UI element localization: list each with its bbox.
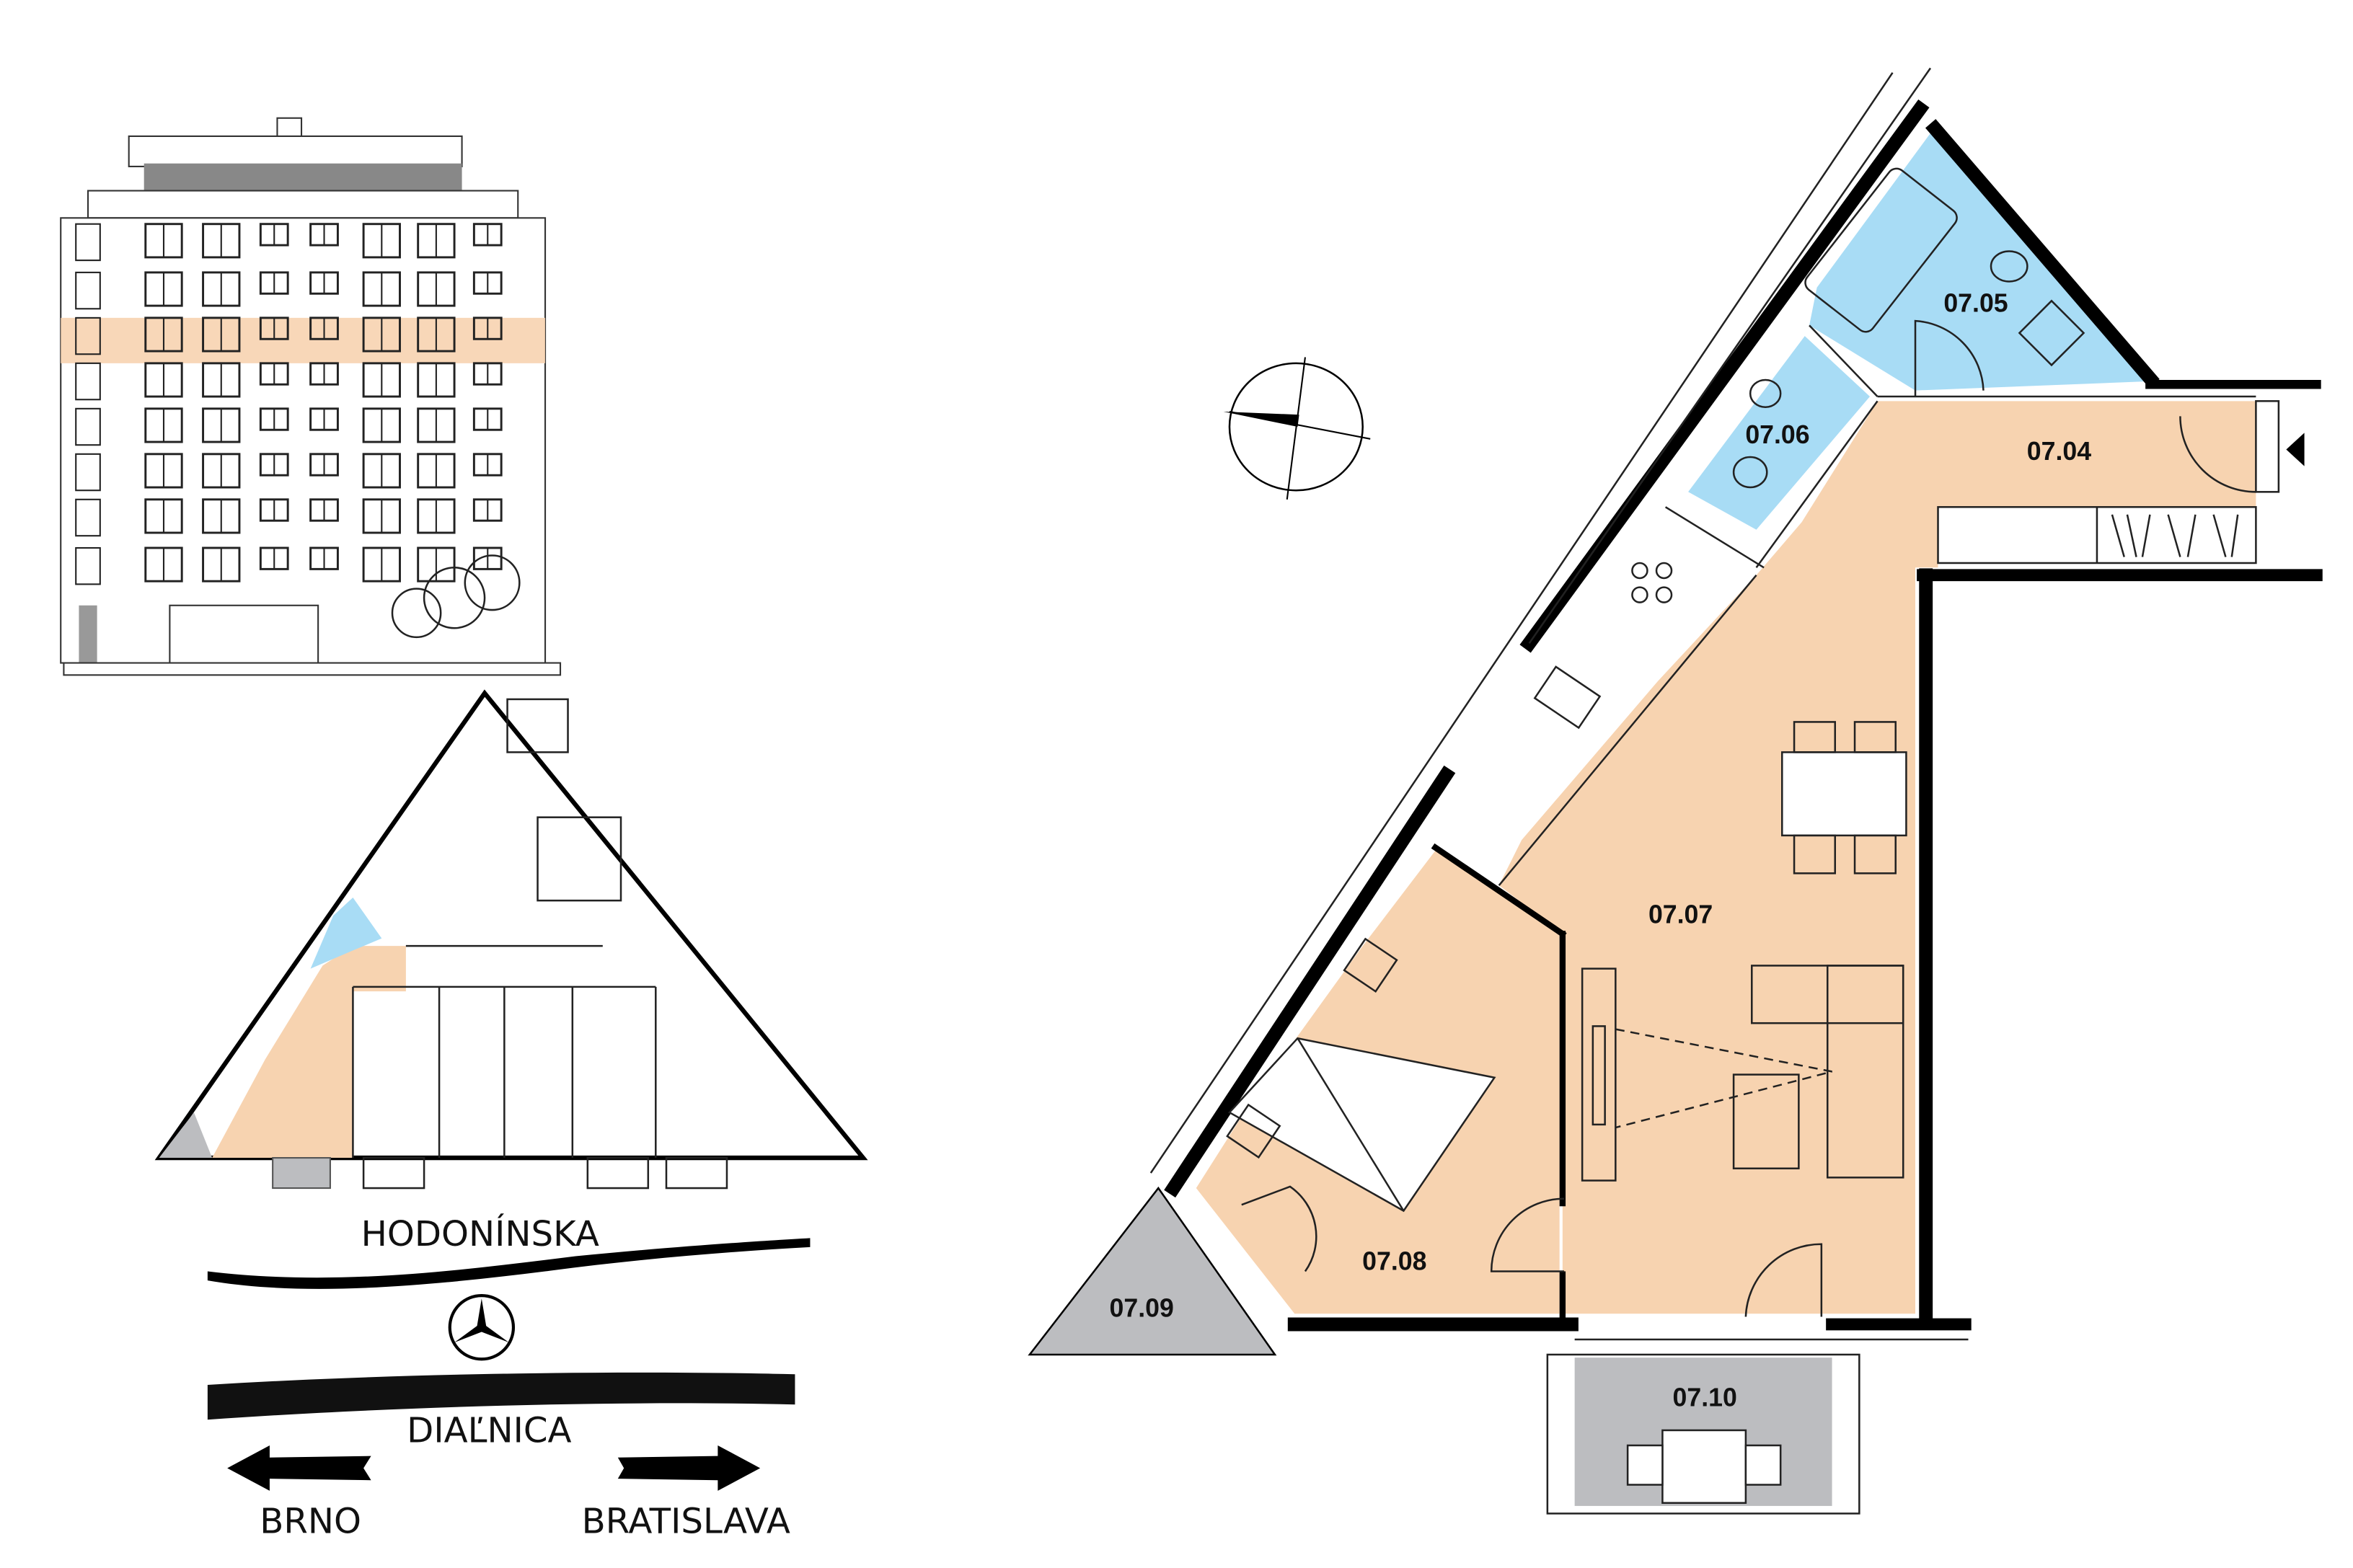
site-plan bbox=[154, 689, 868, 1190]
highway-line bbox=[207, 1372, 795, 1420]
facade-balcony bbox=[75, 362, 101, 401]
apartment-plan: 07.04 07.05 07.06 07.07 07.08 07.09 07.1… bbox=[1028, 67, 2323, 1515]
arrow-right-icon bbox=[617, 1445, 761, 1491]
highway-name: DIAĽNICA bbox=[407, 1411, 571, 1451]
street-line bbox=[207, 1238, 811, 1289]
direction-brno: BRNO bbox=[260, 1502, 361, 1542]
dining-table bbox=[1781, 721, 1907, 874]
site-highlighted-bathroom bbox=[310, 897, 382, 969]
bed bbox=[1226, 937, 1496, 1213]
room-label-07-08: 07.08 bbox=[1362, 1246, 1426, 1275]
facade-balcony bbox=[75, 498, 101, 537]
tree-icon bbox=[391, 554, 521, 639]
north-arrow-icon bbox=[1223, 357, 1371, 500]
room-label-07-10: 07.10 bbox=[1673, 1383, 1737, 1412]
room-07-06-fill bbox=[1688, 336, 1871, 530]
highlighted-floor-band bbox=[61, 317, 546, 363]
balcony-table bbox=[1626, 1429, 1782, 1504]
room-07-04-fill bbox=[1498, 401, 2256, 1314]
door-swings bbox=[1241, 319, 2256, 1317]
facade-balcony bbox=[75, 223, 101, 262]
room-07-09-fill bbox=[1028, 1186, 1277, 1356]
room-label-07-07: 07.07 bbox=[1648, 900, 1713, 929]
direction-bratislava: BRATISLAVA bbox=[582, 1502, 790, 1542]
street-name: HODONÍNSKA bbox=[361, 1213, 599, 1254]
sofa bbox=[1581, 965, 1904, 1182]
room-label-07-04: 07.04 bbox=[2027, 437, 2091, 466]
facade-balcony bbox=[75, 453, 101, 492]
facade-balcony bbox=[75, 546, 101, 585]
room-label-07-05: 07.05 bbox=[1943, 288, 2008, 317]
arrow-left-icon bbox=[227, 1445, 371, 1491]
room-label-07-09: 07.09 bbox=[1110, 1293, 1174, 1322]
facade-balcony bbox=[75, 407, 101, 446]
room-label-07-06: 07.06 bbox=[1745, 420, 1809, 449]
entrance-marker-icon bbox=[2286, 433, 2305, 466]
mercedes-logo-icon bbox=[448, 1294, 516, 1361]
building-facade bbox=[60, 117, 562, 676]
facade-balcony bbox=[75, 316, 101, 355]
room-07-05-fill bbox=[1809, 133, 2147, 391]
site-highlighted-apartment bbox=[212, 946, 406, 1159]
facade-balcony bbox=[75, 271, 101, 310]
